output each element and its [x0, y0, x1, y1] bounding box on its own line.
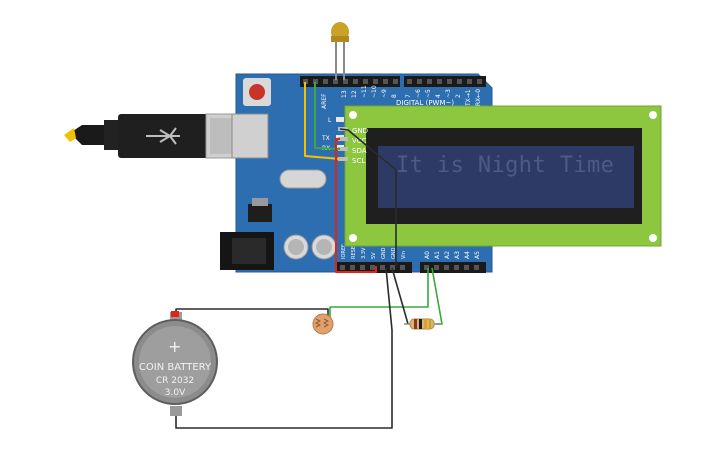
wire-gnd-battery-black[interactable]	[175, 267, 393, 429]
pin-label-8: 8	[391, 94, 398, 98]
pin-label-10: ~10	[371, 85, 378, 98]
wire-vcc-red[interactable]	[335, 138, 377, 273]
digital-header-left	[300, 76, 400, 87]
pin-label-5: ~5	[425, 89, 432, 98]
pin-label-a4: A4	[464, 251, 471, 259]
battery-label-line2: CR 2032	[156, 376, 194, 386]
pin-label-3v3: 3.3V	[361, 247, 367, 259]
pin-label-6: ~6	[415, 89, 422, 98]
wire-sda-green[interactable]	[314, 82, 341, 150]
digital-header-right	[404, 76, 486, 87]
wire-resistor-a0-green[interactable]	[431, 267, 443, 325]
pin-label-gnd2: GND	[391, 247, 397, 259]
wire-ldr-a0-green[interactable]	[329, 268, 429, 320]
led-label-tx: TX	[321, 135, 330, 142]
pin-label-aref: AREF	[321, 93, 328, 109]
pin-label-3: ~3	[445, 89, 452, 98]
pin-label-11: ~11	[361, 85, 368, 98]
wire-gnd-resistor-black[interactable]	[391, 267, 409, 325]
lcd-pin-sda: SDA	[352, 147, 367, 155]
pin-label-a0: A0	[424, 251, 431, 259]
battery-label-line1: COIN BATTERY	[139, 362, 212, 373]
wire-scl-yellow[interactable]	[304, 82, 341, 160]
pin-label-2: 2	[455, 94, 462, 98]
pin-label-a2: A2	[444, 251, 451, 259]
pin-label-vin: Vin	[401, 251, 407, 259]
lcd-16x2-module[interactable]: It is Night Time GND VCC SDA SCL	[338, 105, 662, 247]
analog-header	[420, 262, 486, 273]
pin-label-4: 4	[435, 94, 442, 98]
wires	[175, 82, 443, 429]
coin-battery[interactable]: + COIN BATTERY CR 2032 3.0V	[132, 311, 218, 416]
pin-label-5v: 5V	[371, 252, 377, 259]
lcd-text: It is Night Time	[396, 153, 614, 178]
battery-plus: +	[168, 337, 181, 356]
lcd-pin-vcc: VCC	[352, 137, 367, 145]
pin-label-rx0: RX←0	[475, 89, 482, 106]
pin-label-reset: RESET	[351, 242, 357, 259]
wire-battery-top[interactable]	[175, 308, 329, 316]
led-yellow[interactable]	[331, 22, 349, 80]
pin-label-a1: A1	[434, 251, 441, 259]
lcd-pin-gnd: GND	[352, 127, 368, 135]
lcd-screen	[378, 146, 634, 208]
battery-label-line3: 3.0V	[165, 388, 186, 398]
pin-label-a5: A5	[474, 251, 481, 259]
resistor[interactable]	[404, 318, 440, 330]
pin-label-tx1: TX→1	[465, 89, 472, 107]
led-label-l: L	[328, 117, 332, 124]
pin-label-7: 7	[405, 94, 412, 98]
lcd-pin-scl: SCL	[352, 157, 365, 165]
pin-label-a3: A3	[454, 251, 461, 259]
photoresistor[interactable]	[312, 313, 334, 335]
pin-label-ioref: IOREF	[341, 244, 347, 259]
crystal	[279, 169, 327, 189]
pin-label-12: 12	[351, 90, 358, 98]
pin-label-9: ~9	[381, 89, 388, 98]
digital-label: DIGITAL (PWM~)	[396, 99, 454, 107]
pin-label-13: 13	[341, 90, 348, 98]
pin-label-gnd1: GND	[381, 247, 387, 259]
wire-gnd-black-lcd[interactable]	[339, 128, 397, 266]
